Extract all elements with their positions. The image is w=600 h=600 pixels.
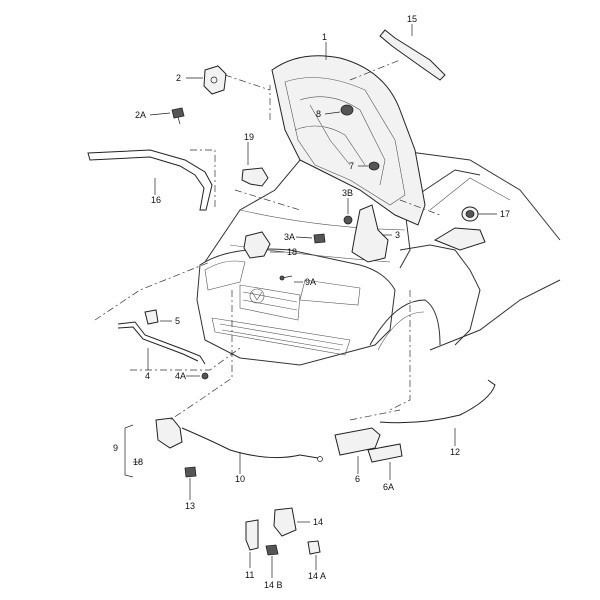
label-part-15: 15: [407, 14, 417, 24]
label-part-3a: 3A: [284, 232, 295, 242]
label-part-6a: 6A: [383, 482, 394, 492]
seal-16: [87, 149, 213, 211]
label-part-2: 2: [176, 73, 181, 83]
bumper-8: [340, 104, 354, 116]
bolt-14b: [265, 544, 279, 556]
label-part-7: 7: [349, 161, 354, 171]
cable-10: [181, 427, 319, 459]
leader-lines: [124, 24, 497, 578]
bolt-13: [184, 466, 197, 478]
rod-4: [117, 321, 206, 365]
seal-strip-15: [379, 29, 446, 81]
lever-6: [334, 427, 381, 456]
label-part-2a: 2A: [135, 110, 146, 120]
label-part-18-lower: 18: [133, 457, 143, 467]
label-part-14b: 14 B: [264, 580, 283, 590]
hinge-3: [351, 204, 389, 263]
cable-12: [379, 379, 496, 424]
mirror-shape: [433, 227, 486, 251]
label-part-13: 13: [185, 501, 195, 511]
bracket-2: [203, 65, 227, 95]
label-part-11: 11: [245, 570, 254, 580]
label-part-14: 14: [313, 517, 323, 527]
part-labels: 1 15 2 2A 8 7 19 16 3B 17 3A 3 18 9A 5 4…: [113, 14, 510, 590]
clip-14a: [307, 540, 321, 555]
cover-6a: [367, 443, 403, 463]
cap-17: [461, 206, 479, 222]
label-part-9: 9: [113, 443, 118, 453]
bolt-9a-head: [279, 275, 285, 281]
lock-18-lower: [155, 417, 183, 449]
label-part-18-upper: 18: [287, 247, 297, 257]
label-part-16: 16: [151, 195, 161, 205]
label-part-12: 12: [450, 447, 460, 457]
screw-2a: [171, 107, 185, 125]
label-part-8: 8: [316, 109, 321, 119]
clip-5: [144, 309, 159, 325]
latch-18-upper: [243, 231, 271, 259]
bumper-7: [368, 161, 380, 171]
hood-panel: [271, 55, 426, 226]
label-part-1: 1: [322, 32, 327, 42]
clip-4a: [201, 372, 209, 380]
label-part-14a: 14 A: [308, 571, 326, 581]
car-body-illustration: [196, 149, 561, 366]
label-part-5: 5: [175, 316, 180, 326]
label-part-9a: 9A: [305, 277, 316, 287]
bracket-14: [273, 507, 297, 537]
nut-3b: [343, 215, 353, 225]
label-part-19: 19: [244, 132, 254, 142]
guide-lines: [94, 59, 441, 421]
label-part-4a: 4A: [175, 371, 186, 381]
handle-11: [245, 519, 259, 551]
label-part-4: 4: [145, 371, 150, 381]
label-part-3b: 3B: [342, 188, 353, 198]
label-part-3: 3: [395, 230, 400, 240]
bracket-19: [241, 167, 269, 187]
label-part-10: 10: [235, 474, 245, 484]
label-part-17: 17: [500, 209, 510, 219]
bolt-3a: [313, 233, 326, 244]
label-part-6: 6: [355, 474, 360, 484]
